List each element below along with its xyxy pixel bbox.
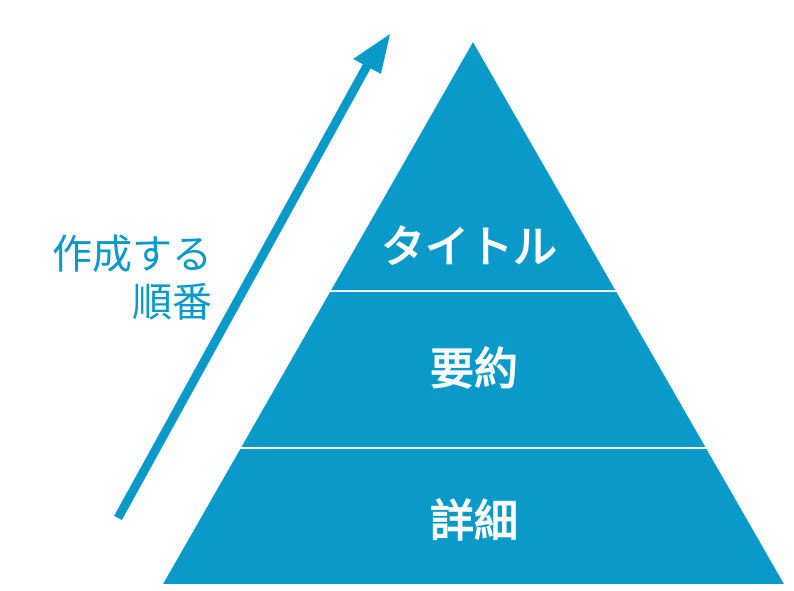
order-arrow-icon — [114, 34, 390, 521]
tier-label-summary: 要約 — [430, 344, 518, 395]
side-label-line1: 作成する — [52, 232, 212, 278]
side-label-line2: 順番 — [132, 280, 212, 326]
tier-label-detail: 詳細 — [430, 496, 518, 547]
tier-label-title: タイトル — [381, 222, 557, 273]
